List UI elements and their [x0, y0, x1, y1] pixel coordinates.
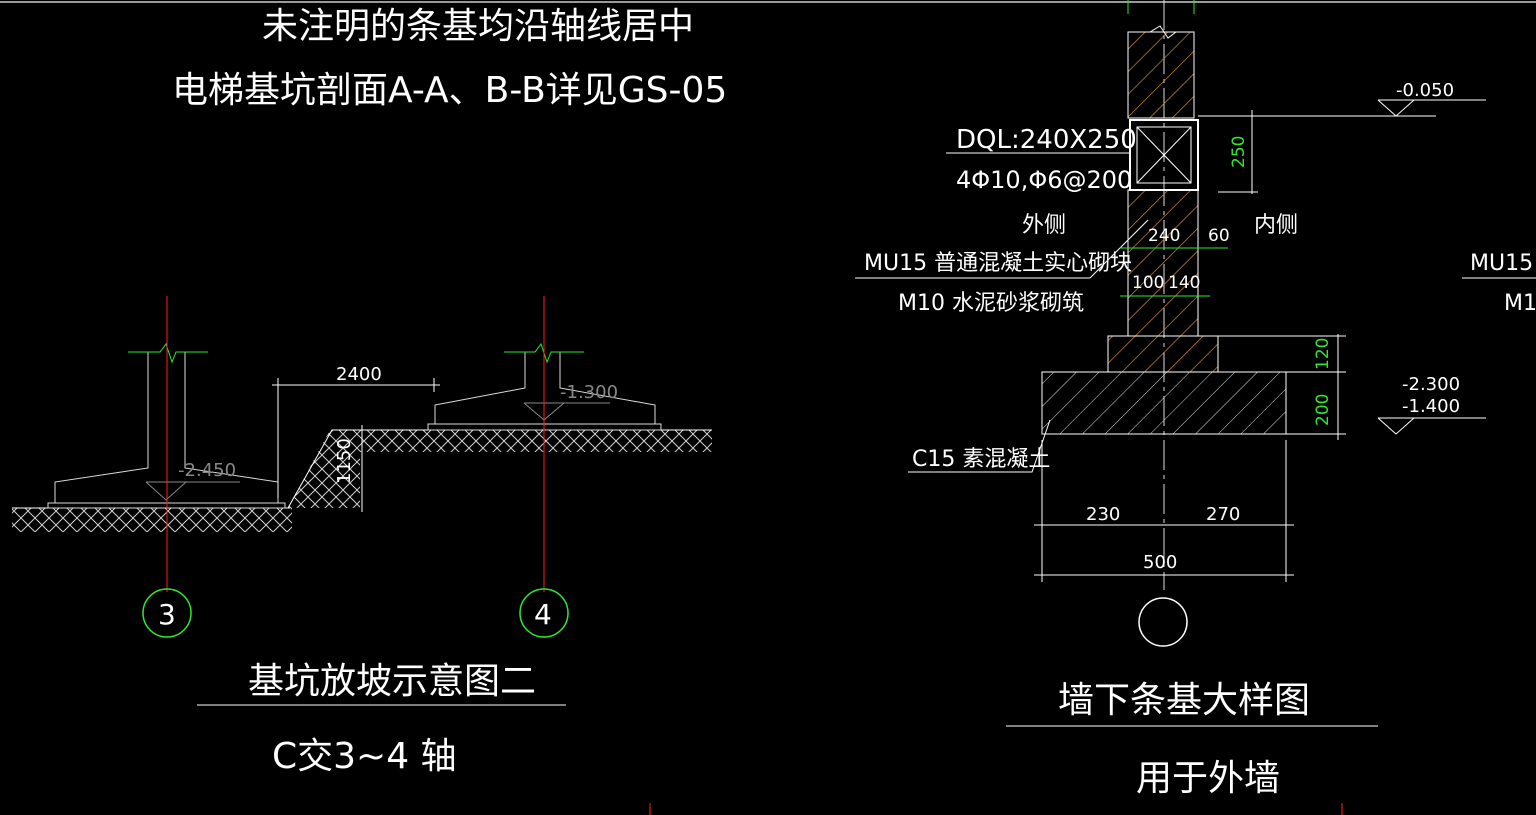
dim-270-label: 270: [1206, 504, 1240, 525]
dim-250-label: 250: [1229, 136, 1249, 168]
block-label: MU15 普通混凝土实心砌块: [864, 251, 1132, 276]
footing-step: [1107, 335, 1219, 373]
inner-side-label: 内侧: [1254, 213, 1298, 238]
elev-bot-label-1: -2.300: [1402, 374, 1460, 395]
concrete-label: C15 素混凝土: [912, 447, 1050, 472]
note-line-2: 电梯基坑剖面A-A、B-B详见GS-05: [172, 70, 727, 111]
axis-4-bubble[interactable]: [519, 588, 569, 638]
cut-label-1: MU15 普: [1470, 251, 1536, 276]
dim-1150-label: 1150: [334, 438, 355, 484]
elev-label-left: -2.450: [178, 460, 236, 481]
earth-hatch-low: [12, 508, 292, 532]
elev-top-marker: [1377, 99, 1415, 117]
axis-3-label: 3: [158, 598, 176, 631]
concrete-leader: [908, 419, 1051, 473]
wall-top-break: [1128, 25, 1194, 39]
dim-140-label: 140: [1168, 273, 1200, 293]
cut-label-2: M10: [1504, 291, 1536, 316]
note-line-1: 未注明的条基均沿轴线居中: [262, 6, 694, 47]
axis-3-bubble[interactable]: [142, 588, 192, 638]
ring-beam-stirrup: [1136, 126, 1192, 184]
dim-60-label: 60: [1208, 226, 1230, 246]
ring-beam-diag-2: [1136, 126, 1192, 184]
dim-100-label: 100: [1132, 273, 1164, 293]
dim-2400-label: 2400: [336, 364, 382, 385]
mortar-label: M10 水泥砂浆砌筑: [898, 291, 1084, 316]
beam-rebar: 4Φ10,Φ6@200: [956, 166, 1132, 194]
earth-hatch-slope: [288, 430, 360, 508]
ring-beam: [1129, 119, 1199, 191]
slope-diagram: -2.450 -1.300 2400 1150 3 4 基坑放坡示意图二 C交3…: [12, 296, 712, 777]
right-drawing-title: 墙下条基大样图: [1058, 680, 1310, 721]
concrete-pad: [1041, 371, 1287, 435]
elev-bot-marker: [1377, 417, 1415, 435]
left-break-line: [128, 342, 208, 364]
axis-bubble-right[interactable]: [1138, 597, 1188, 647]
dim-200-label: 200: [1313, 394, 1333, 426]
dim-230-label: 230: [1086, 504, 1120, 525]
dim-500-label: 500: [1143, 552, 1177, 573]
block-leader-diag: [1089, 219, 1149, 279]
beam-label: DQL:240X250: [956, 125, 1137, 155]
wall-body-lower: [1127, 189, 1199, 337]
right-drawing-subtitle: 用于外墙: [1136, 758, 1280, 799]
elev-top-label: -0.050: [1396, 80, 1454, 101]
wall-body-upper: [1127, 31, 1195, 119]
right-footing: [434, 352, 656, 425]
elev-label-right: -1.300: [560, 382, 618, 403]
earth-hatch-high: [360, 430, 712, 452]
elev-marker-left: [145, 481, 188, 501]
left-drawing-subtitle: C交3~4 轴: [272, 736, 457, 777]
dim-240-label: 240: [1148, 226, 1180, 246]
left-drawing-title: 基坑放坡示意图二: [248, 661, 536, 702]
outer-side-label: 外侧: [1022, 213, 1066, 238]
dim-120-label: 120: [1313, 338, 1333, 370]
axis-4-label: 4: [534, 598, 552, 631]
strip-footing-detail: DQL:240X250 4Φ10,Φ6@200 外侧 内侧 MU15 普通混凝土…: [855, 0, 1536, 799]
elev-bot-label-2: -1.400: [1402, 396, 1460, 417]
